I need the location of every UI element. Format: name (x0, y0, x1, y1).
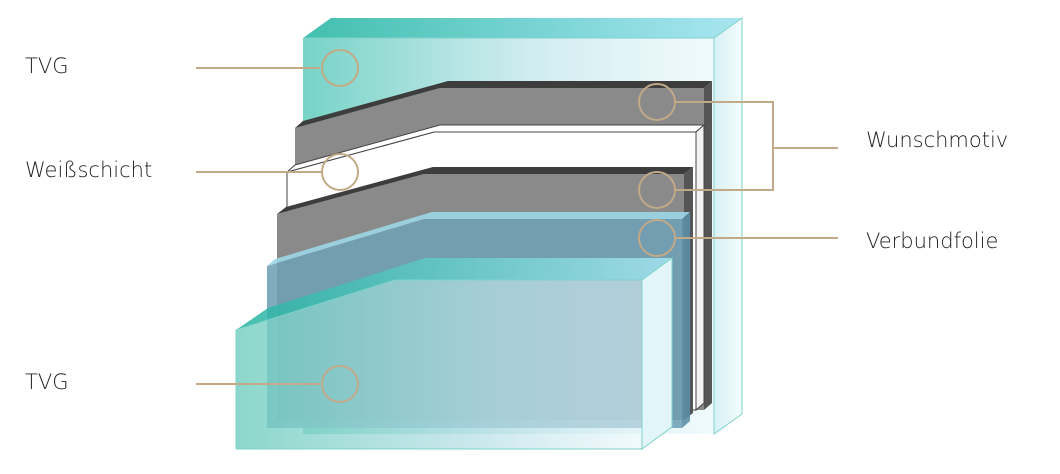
marker-weissschicht (321, 153, 359, 191)
marker-verbundfolie (638, 219, 676, 257)
leader-lines (196, 49, 838, 403)
label-tvg-top: TVG (25, 54, 69, 78)
label-verbundfolie: Verbundfolie (866, 229, 999, 253)
front-glass-pane (235, 257, 673, 450)
bracket-wunschmotiv (676, 101, 774, 191)
label-tvg-bottom: TVG (25, 370, 69, 394)
marker-wunschmotiv-lower (638, 171, 676, 209)
marker-tvg-bottom (321, 365, 359, 403)
label-weissschicht: Weißschicht (25, 158, 153, 182)
marker-wunschmotiv-upper (638, 83, 676, 121)
label-wunschmotiv: Wunschmotiv (866, 128, 1009, 152)
marker-tvg-top (321, 49, 359, 87)
